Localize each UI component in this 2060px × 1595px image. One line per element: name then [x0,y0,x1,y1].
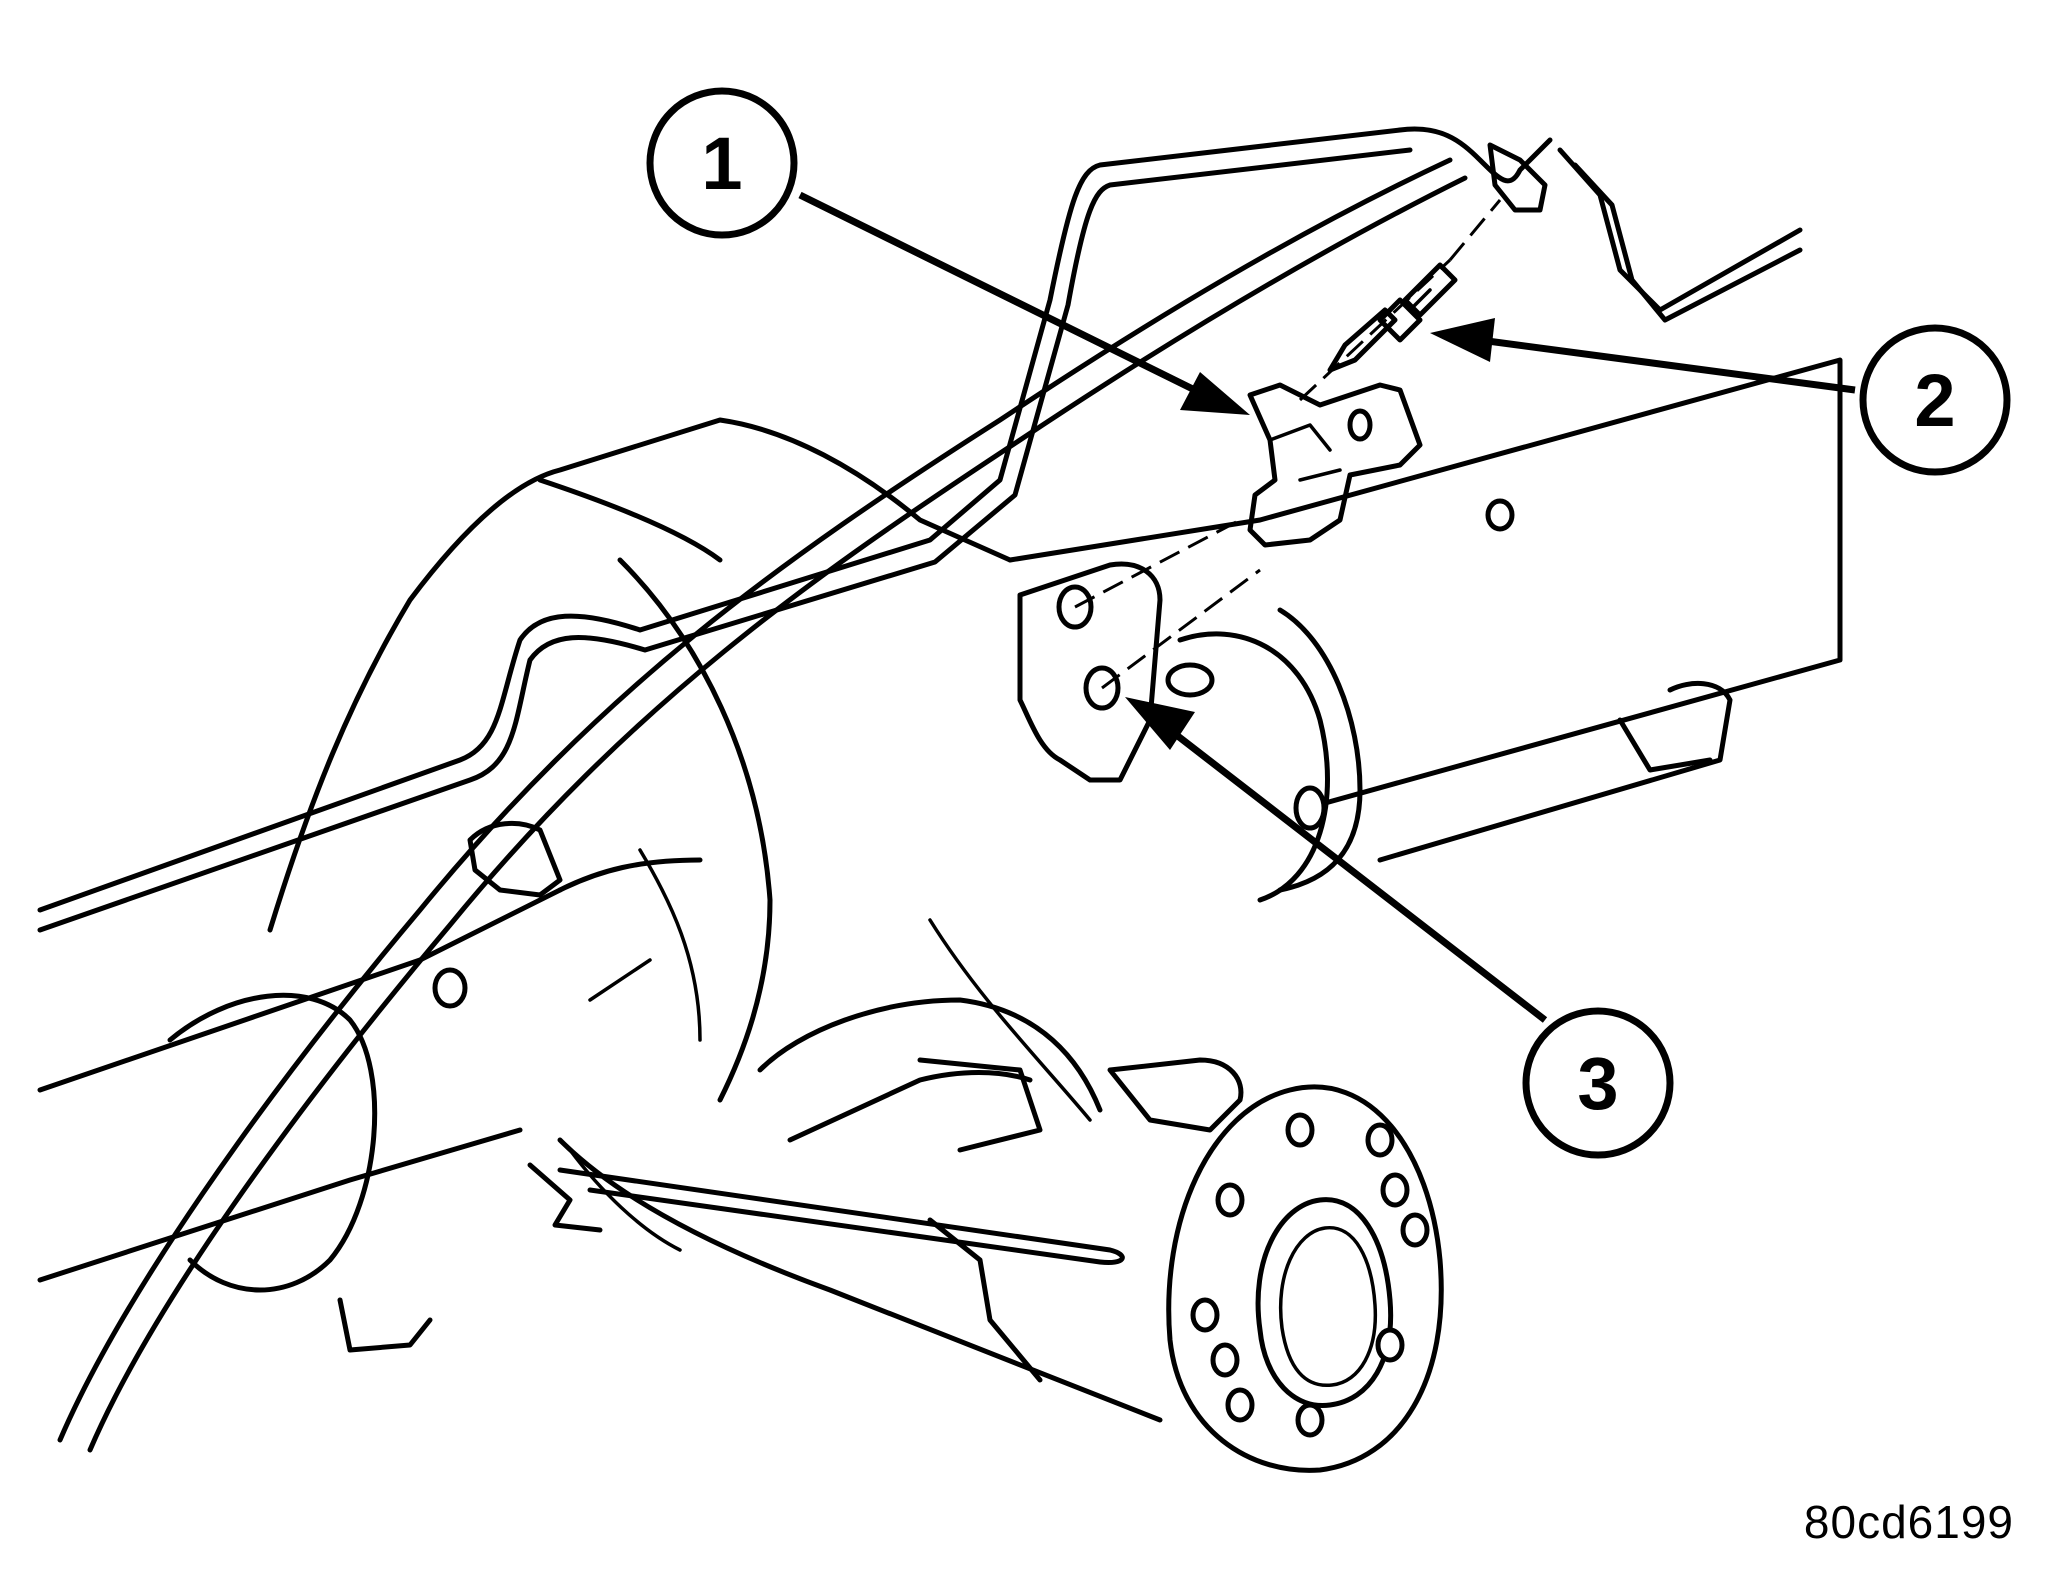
callout-3-label: 3 [1577,1042,1618,1125]
flange-bolt-hole [1215,1182,1245,1218]
axle-tube-right [1007,357,1843,903]
sensor-mounting-boss [1017,561,1163,783]
flange-bolt-hole [1380,1172,1410,1208]
flange-bolt-hole [1285,1112,1315,1148]
callout-2-label: 2 [1914,359,1955,442]
flange-bolt-hole [1400,1212,1430,1248]
sensor-bracket [1247,382,1423,548]
callout-1: 1 [646,87,1250,415]
callout-2-circle [1859,324,2011,476]
brake-lines [37,126,1803,1453]
callout-1-label: 1 [701,122,742,205]
callout-2: 2 [1430,318,2011,476]
callout-1-circle [646,87,798,239]
tube-hole [1293,785,1327,831]
flange-bolt-hole [1295,1402,1325,1438]
figure-code: 80cd6199 [1803,1496,2014,1548]
tube-hole [1165,662,1215,698]
differential-housing [267,417,1163,1423]
flange-bolt-hole [1225,1387,1255,1423]
speed-sensor [1327,262,1458,373]
callout-3: 3 [1125,697,1674,1159]
callout-3-circle [1522,1007,1674,1159]
pinion-housing [527,918,1244,1266]
housing-hole-left [432,967,468,1009]
bracket-hole [1347,408,1373,442]
drive-flange [1166,1084,1444,1473]
flange-bolt-hole [1365,1122,1395,1158]
flange-bolt-hole [1210,1342,1240,1378]
flange-bolt-hole [1375,1327,1405,1363]
axle-tube-left [37,887,563,1293]
tube-hole [1485,498,1515,532]
flange-bolt-hole [1190,1297,1220,1333]
